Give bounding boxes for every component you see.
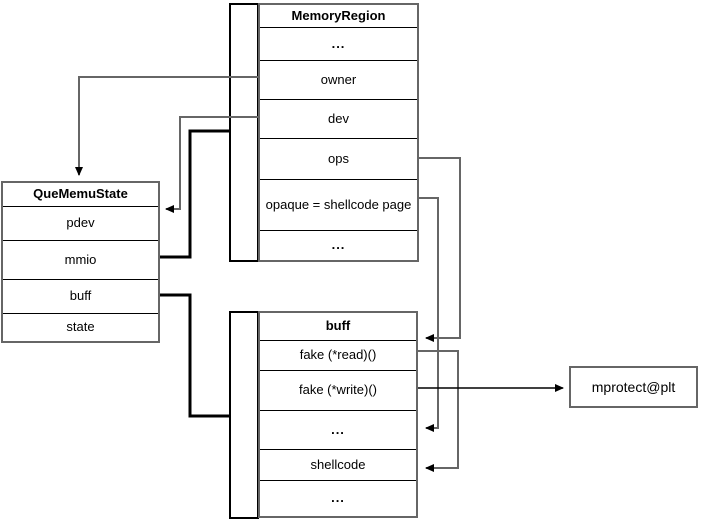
arrow-ops-to-buff	[418, 157, 461, 342]
memory-region-row-owner: owner	[260, 60, 417, 99]
memory-region-row-dev: dev	[260, 99, 417, 138]
memory-region-row-opaque: opaque = shellcode page	[260, 179, 417, 230]
que-memu-state-row-state: state	[3, 313, 158, 341]
buff-row-ellipsis-bottom: ...	[260, 480, 416, 516]
memory-region-box: MemoryRegion ... owner dev ops opaque = …	[258, 3, 419, 262]
buff-row-fake-read: fake (*read)()	[260, 340, 416, 370]
buff-row-fake-write: fake (*write)()	[260, 370, 416, 410]
buff-row-ellipsis-mid: ...	[260, 410, 416, 449]
buff-row-shellcode: shellcode	[260, 449, 416, 480]
buff-box: buff fake (*read)() fake (*write)() ... …	[258, 311, 418, 518]
memory-region-row-ellipsis-top: ...	[260, 27, 417, 60]
que-memu-state-title: QueMemuState	[33, 186, 128, 202]
buff-title: buff	[325, 318, 351, 334]
que-memu-state-row-mmio: mmio	[3, 240, 158, 279]
wire-mmio-to-memoryregion	[160, 129, 229, 259]
mprotect-plt-label: mprotect@plt	[591, 379, 676, 395]
memory-region-title: MemoryRegion	[291, 7, 386, 23]
que-memu-state-row-pdev: pdev	[3, 206, 158, 240]
wire-buff-to-buffbox	[160, 293, 229, 418]
arrow-read-to-shellcode	[418, 350, 459, 472]
memory-region-row-ellipsis-bottom: ...	[260, 230, 417, 260]
memory-region-memory-column	[229, 3, 259, 262]
que-memu-state-row-buff: buff	[3, 279, 158, 313]
arrow-opaque-to-page	[418, 197, 439, 432]
que-memu-state-box: QueMemuState pdev mmio buff state	[1, 181, 160, 343]
memory-region-row-ops: ops	[260, 138, 417, 179]
buff-memory-column	[229, 311, 259, 519]
mprotect-plt-box: mprotect@plt	[569, 366, 698, 408]
